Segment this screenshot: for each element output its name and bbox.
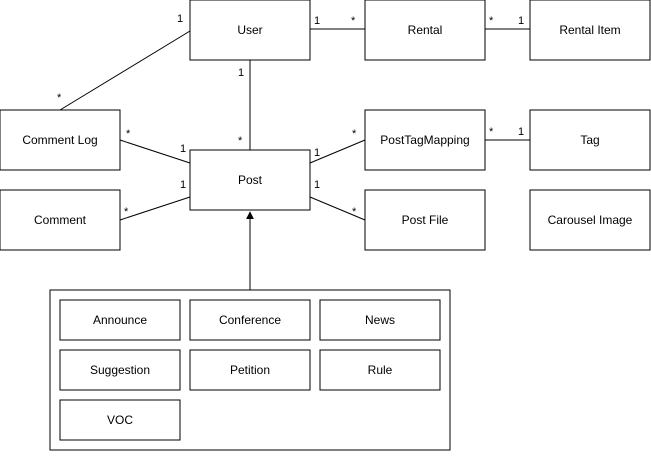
entity-rental-item-label: Rental Item bbox=[559, 23, 620, 37]
entity-post-file[interactable]: Post File bbox=[364, 189, 486, 251]
mult-post-ptm-ptm: * bbox=[352, 128, 357, 140]
entity-rental-item[interactable]: Rental Item bbox=[529, 0, 651, 61]
entity-user-label: User bbox=[237, 23, 262, 37]
entity-carousel-image-label: Carousel Image bbox=[548, 213, 633, 227]
subtype-news[interactable]: News bbox=[319, 299, 441, 341]
entity-post-tag-mapping-label: PostTagMapping bbox=[380, 133, 469, 147]
subtype-rule[interactable]: Rule bbox=[319, 349, 441, 391]
subtype-voc-label: VOC bbox=[107, 413, 133, 427]
entity-rental[interactable]: Rental bbox=[364, 0, 486, 61]
entity-carousel-image[interactable]: Carousel Image bbox=[529, 189, 651, 251]
subtype-petition-label: Petition bbox=[230, 363, 270, 377]
post-subtypes-container: Announce Conference News Suggestion Peti… bbox=[49, 289, 451, 451]
entity-rental-label: Rental bbox=[408, 23, 443, 37]
subtype-conference-label: Conference bbox=[219, 313, 281, 327]
mult-user-commentlog-user: 1 bbox=[177, 13, 183, 25]
entity-post-tag-mapping[interactable]: PostTagMapping bbox=[364, 109, 486, 171]
mult-rental-rentalitem-rental: * bbox=[489, 15, 494, 27]
entity-comment-log[interactable]: Comment Log bbox=[0, 109, 121, 171]
subtype-news-label: News bbox=[365, 313, 395, 327]
entity-user[interactable]: User bbox=[189, 0, 311, 61]
mult-post-file-post: 1 bbox=[314, 179, 320, 191]
entity-post[interactable]: Post bbox=[189, 149, 311, 211]
subtype-conference[interactable]: Conference bbox=[189, 299, 311, 341]
mult-post-ptm-post: 1 bbox=[314, 147, 320, 159]
entity-comment-log-label: Comment Log bbox=[22, 133, 97, 147]
edge-user-commentlog bbox=[59, 30, 191, 111]
entity-tag[interactable]: Tag bbox=[529, 109, 651, 171]
edge-post-postfile bbox=[309, 196, 366, 221]
subtype-rule-label: Rule bbox=[368, 363, 393, 377]
mult-ptm-tag-ptm: * bbox=[489, 126, 494, 138]
mult-user-rental-user: 1 bbox=[314, 15, 320, 27]
mult-post-file-file: * bbox=[352, 206, 357, 218]
entity-post-file-label: Post File bbox=[402, 213, 449, 227]
entity-post-label: Post bbox=[238, 173, 263, 187]
edge-comment-post bbox=[119, 196, 191, 221]
mult-comment-post-post: 1 bbox=[180, 179, 186, 191]
subtype-petition[interactable]: Petition bbox=[189, 349, 311, 391]
mult-commentlog-post-post: 1 bbox=[180, 143, 186, 155]
subtype-suggestion[interactable]: Suggestion bbox=[59, 349, 181, 391]
mult-user-commentlog-log: * bbox=[57, 92, 62, 104]
entity-comment-label: Comment bbox=[34, 213, 87, 227]
mult-rental-rentalitem-item: 1 bbox=[518, 15, 524, 27]
subtype-announce-label: Announce bbox=[93, 313, 147, 327]
subtype-suggestion-label: Suggestion bbox=[90, 363, 150, 377]
mult-user-post-user: 1 bbox=[238, 67, 244, 79]
mult-user-post-post: * bbox=[238, 135, 243, 147]
entity-comment[interactable]: Comment bbox=[0, 189, 121, 251]
edge-post-posttagmapping bbox=[309, 139, 366, 164]
subtype-voc[interactable]: VOC bbox=[59, 399, 181, 441]
subtype-announce[interactable]: Announce bbox=[59, 299, 181, 341]
mult-comment-post-comment: * bbox=[124, 206, 129, 218]
mult-user-rental-rental: * bbox=[351, 15, 356, 27]
entity-tag-label: Tag bbox=[580, 133, 599, 147]
mult-ptm-tag-tag: 1 bbox=[518, 126, 524, 138]
mult-commentlog-post-log: * bbox=[126, 128, 131, 140]
edge-commentlog-post bbox=[119, 139, 191, 164]
